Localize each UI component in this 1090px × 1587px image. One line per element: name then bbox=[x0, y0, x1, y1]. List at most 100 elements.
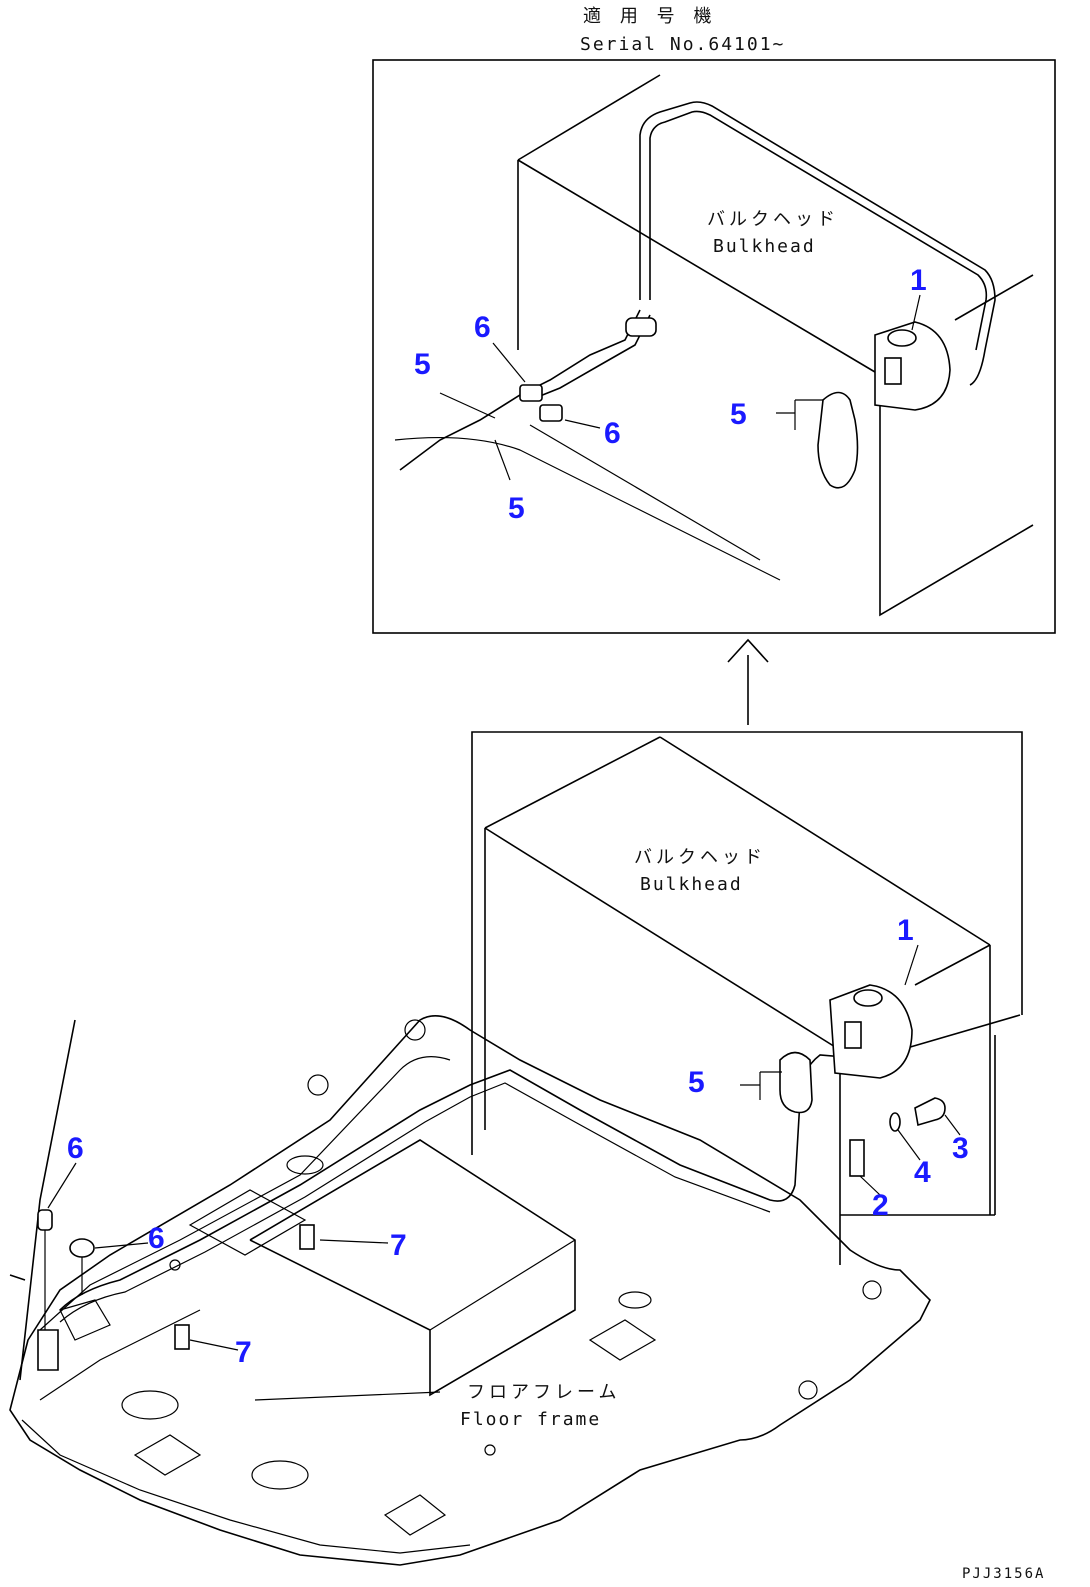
inset-bulkhead-top-edge bbox=[517, 74, 661, 161]
detail-arrow-head bbox=[727, 638, 769, 663]
label-3: 3 bbox=[952, 1132, 969, 1165]
inset-socket-cap bbox=[887, 329, 917, 347]
inset-floor-edge-2 bbox=[529, 424, 761, 561]
inset-label-5-bottom: 5 bbox=[508, 492, 525, 525]
label-6-left: 6 bbox=[67, 1132, 84, 1165]
inset-leader-1 bbox=[911, 294, 921, 331]
inset-label-5-left: 5 bbox=[414, 348, 431, 381]
leader-2 bbox=[859, 1175, 881, 1196]
inset-label-6-top: 6 bbox=[474, 311, 491, 344]
floor-frame-jp: フロアフレーム bbox=[467, 1382, 620, 1403]
inset-label-6-mid: 6 bbox=[604, 417, 621, 450]
bulkhead-right-top bbox=[914, 944, 991, 986]
leader-floor-frame bbox=[254, 1391, 441, 1401]
floor-frame-outline bbox=[9, 1014, 931, 1566]
bolt-hole-4 bbox=[798, 1380, 818, 1400]
label-2: 2 bbox=[872, 1189, 889, 1222]
connector-6-right bbox=[69, 1238, 95, 1258]
floor-pad-3 bbox=[133, 1434, 202, 1476]
console-box bbox=[249, 1139, 576, 1397]
floor-slot-2 bbox=[121, 1390, 179, 1420]
inset-bulkhead-jp: バルクヘッド bbox=[707, 209, 839, 230]
bolt-hole-2 bbox=[307, 1074, 329, 1096]
label-1: 1 bbox=[897, 914, 914, 947]
bolt-hole-6 bbox=[484, 1444, 496, 1456]
inset-clip bbox=[625, 317, 657, 337]
serial-number-label: Serial No.64101~ bbox=[580, 34, 785, 55]
detail-inset bbox=[372, 59, 1056, 634]
label-6-right: 6 bbox=[148, 1222, 165, 1255]
main-assembly bbox=[9, 731, 1023, 1566]
bolt-hole-3 bbox=[862, 1280, 882, 1300]
leader-3 bbox=[944, 1114, 961, 1136]
inset-label-1: 1 bbox=[910, 264, 927, 297]
inset-plug bbox=[817, 391, 859, 489]
main-socket-port bbox=[844, 1021, 862, 1049]
label-7-lower: 7 bbox=[235, 1336, 252, 1369]
main-harness bbox=[59, 1054, 881, 1311]
inset-bulkhead-front bbox=[879, 375, 1034, 617]
drawing-code: PJJ3156A bbox=[962, 1566, 1045, 1582]
washer-4 bbox=[889, 1112, 901, 1132]
label-4: 4 bbox=[914, 1156, 931, 1189]
floor-frame-lower-edge bbox=[21, 1419, 471, 1554]
bracket-2 bbox=[849, 1139, 865, 1177]
floor-slot-3 bbox=[286, 1155, 324, 1175]
console-box-edge bbox=[429, 1239, 576, 1331]
inset-socket-port bbox=[884, 357, 902, 385]
inset-harness-loop-inner bbox=[649, 110, 988, 351]
left-plate bbox=[59, 1299, 111, 1341]
floor-slot-4 bbox=[618, 1291, 652, 1309]
main-ref-frame bbox=[471, 731, 1023, 1155]
inset-connector-b bbox=[539, 404, 563, 422]
leader-4 bbox=[897, 1129, 921, 1161]
bulkhead-top-right bbox=[659, 736, 991, 946]
bulkhead-right-mid bbox=[899, 1014, 1021, 1051]
clamp-7-upper bbox=[299, 1224, 315, 1250]
inset-leader-6b bbox=[564, 419, 601, 429]
floor-frame-en: Floor frame bbox=[460, 1409, 601, 1430]
serial-jp-label: 適 用 号 機 bbox=[583, 6, 716, 27]
label-7-upper: 7 bbox=[390, 1229, 407, 1262]
floor-pad-1 bbox=[188, 1189, 307, 1256]
inset-floor-edge bbox=[394, 436, 781, 581]
leader-6-right bbox=[94, 1242, 149, 1249]
inset-harness-loop bbox=[639, 101, 996, 386]
floor-pad-2 bbox=[588, 1319, 657, 1361]
inset-label-5-right: 5 bbox=[730, 398, 747, 431]
bulkhead-diag bbox=[484, 827, 841, 1051]
floor-pad-4 bbox=[383, 1494, 447, 1536]
inset-connector-a bbox=[519, 384, 543, 402]
leader-7-upper bbox=[319, 1239, 389, 1244]
inset-leader-5a bbox=[439, 392, 496, 419]
main-plug bbox=[779, 1051, 813, 1114]
floor-frame-inner-edge bbox=[39, 1056, 451, 1331]
label-5: 5 bbox=[688, 1066, 705, 1099]
inset-leader-6a bbox=[492, 342, 526, 383]
bulkhead-jp: バルクヘッド bbox=[634, 847, 766, 868]
leader-6-left bbox=[47, 1162, 77, 1209]
bulkhead-en: Bulkhead bbox=[640, 874, 743, 895]
main-socket-cap bbox=[853, 989, 883, 1007]
leader-7-lower bbox=[189, 1339, 239, 1351]
bolt-3 bbox=[914, 1097, 946, 1127]
inset-bulkhead-en: Bulkhead bbox=[713, 236, 816, 257]
detail-arrow bbox=[727, 638, 769, 725]
left-bracket bbox=[37, 1329, 59, 1371]
floor-slot-1 bbox=[251, 1460, 309, 1490]
detail-frame bbox=[372, 59, 1056, 634]
main-harness-2 bbox=[59, 1082, 771, 1323]
bolt-hole-1 bbox=[404, 1019, 426, 1041]
connector-6-left bbox=[37, 1209, 53, 1231]
inset-bulkhead-right bbox=[954, 274, 1034, 321]
left-ref-tick bbox=[9, 1274, 26, 1281]
main-socket bbox=[829, 984, 913, 1079]
inset-bulkhead-diag bbox=[517, 159, 881, 376]
clamp-7-lower bbox=[174, 1324, 190, 1350]
leader-1 bbox=[904, 944, 919, 986]
bulkhead-top-left bbox=[484, 736, 661, 829]
left-ref-line bbox=[19, 1019, 76, 1381]
inset-leader-5b bbox=[494, 439, 511, 481]
